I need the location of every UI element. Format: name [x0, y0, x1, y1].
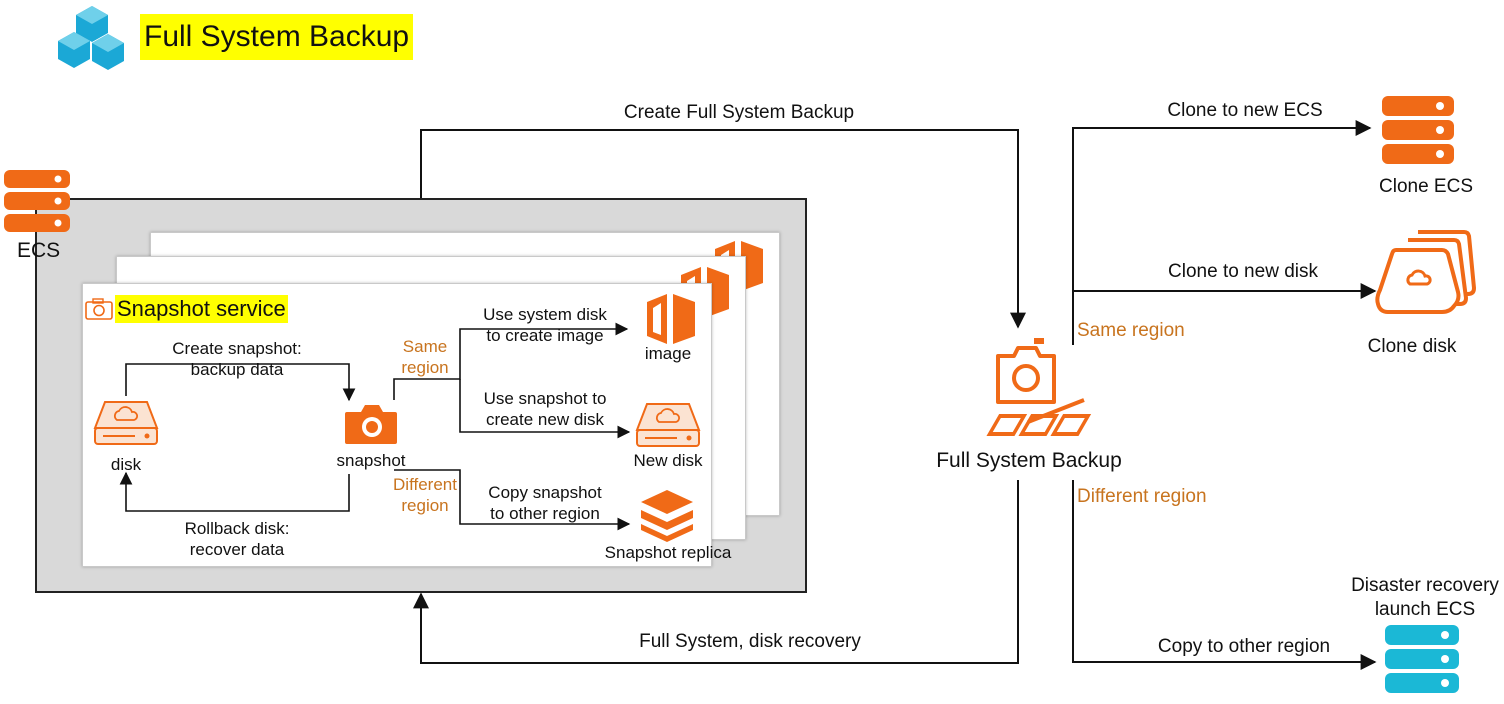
server-icon — [1385, 625, 1459, 693]
disk-icon — [635, 403, 701, 447]
disk-icon — [1375, 230, 1477, 314]
copy-region-arrow-label: Copy to other region — [1157, 636, 1331, 657]
different-region-line-1: Different — [393, 475, 457, 494]
recovery-label: Full System, disk recovery — [639, 631, 861, 652]
cube-logo-icon — [58, 6, 124, 70]
same-region-line-2: region — [401, 358, 449, 377]
server-icon — [1382, 96, 1454, 164]
snapshot-service-title: Snapshot service — [115, 295, 288, 323]
different-region-line-2: region — [401, 496, 449, 515]
dr-label-line-2: launch ECS — [1374, 599, 1476, 620]
camera-icon — [345, 405, 397, 444]
full-system-backup-label: Full System Backup — [936, 449, 1122, 472]
create-snapshot-line-2: backup data — [190, 360, 284, 379]
use-snapshot-line-1: Use snapshot to — [483, 389, 607, 408]
copy-snapshot-line-1: Copy snapshot — [488, 483, 602, 502]
clone-disk-label: Clone disk — [1367, 336, 1457, 357]
dr-label-line-1: Disaster recovery — [1351, 575, 1499, 596]
create-snapshot-line-1: Create snapshot: — [172, 339, 302, 358]
rollback-line-2: recover data — [189, 540, 285, 559]
create-backup-arrow — [420, 129, 1026, 329]
use-snapshot-line-2: create new disk — [485, 410, 605, 429]
use-system-disk-line-2: to create image — [486, 326, 604, 345]
create-backup-label: Create Full System Backup — [623, 102, 855, 123]
clone-ecs-label: Clone ECS — [1379, 176, 1473, 197]
snapshot-replica-label: Snapshot replica — [604, 543, 732, 562]
same-region-line-1: Same — [402, 337, 448, 356]
server-icon — [4, 170, 70, 232]
disk-icon — [93, 401, 159, 445]
clone-ecs-arrow-label: Clone to new ECS — [1167, 100, 1323, 121]
disk-label: disk — [110, 455, 142, 474]
different-region-label: Different region — [1077, 486, 1207, 507]
camera-icon — [85, 298, 113, 320]
rollback-line-1: Rollback disk: — [184, 519, 290, 538]
use-system-disk-line-1: Use system disk — [483, 305, 607, 324]
snapshot-label: snapshot — [336, 451, 406, 470]
backup-icon — [986, 338, 1092, 436]
snapshot-flow-arrows — [119, 322, 631, 531]
snapshot-service-card: Snapshot service disk snapshot Create sn… — [82, 283, 731, 567]
clone-disk-arrow-label: Clone to new disk — [1168, 261, 1318, 282]
image-icon — [647, 294, 695, 344]
clone-ecs-arrow — [1072, 120, 1372, 345]
page-title: Full System Backup — [140, 14, 414, 60]
ecs-label: ECS — [17, 239, 61, 262]
new-disk-label: New disk — [633, 451, 703, 470]
same-region-label: Same region — [1077, 320, 1185, 341]
copy-region-arrow — [1072, 480, 1377, 670]
stack-icon — [641, 490, 693, 542]
copy-snapshot-line-2: to other region — [490, 504, 600, 523]
recovery-arrow — [413, 480, 1019, 664]
image-label: image — [644, 344, 692, 363]
